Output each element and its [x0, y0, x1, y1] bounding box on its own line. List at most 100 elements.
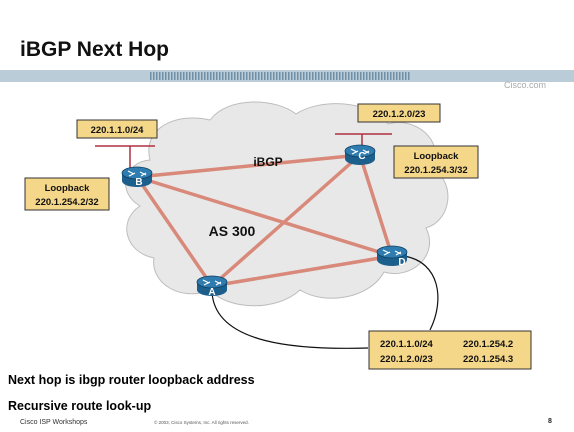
- loopback-c-address: 220.1.254.3/32: [404, 165, 467, 176]
- band-stripe: [363, 72, 365, 80]
- link-d-to-table: [403, 255, 439, 331]
- route-row-1-prefix: 220.1.1.0/24: [380, 339, 434, 350]
- band-stripe: [240, 72, 242, 80]
- band-stripe: [357, 72, 359, 80]
- band-stripe: [321, 72, 323, 80]
- band-stripe: [348, 72, 350, 80]
- band-stripe: [333, 72, 335, 80]
- band-stripe: [183, 72, 185, 80]
- band-stripe: [153, 72, 155, 80]
- ibgp-link-b-d: [135, 175, 394, 258]
- band-stripe: [315, 72, 317, 80]
- ibgp-label: iBGP: [253, 155, 282, 169]
- band-stripe: [162, 72, 164, 80]
- band-stripe: [405, 72, 407, 80]
- band-stripe: [360, 72, 362, 80]
- band-stripe: [300, 72, 302, 80]
- band-stripe: [294, 72, 296, 80]
- band-stripe: [285, 72, 287, 80]
- prefix-label-b: 220.1.1.0/24: [76, 119, 158, 139]
- band-stripe: [201, 72, 203, 80]
- footer-workshop: Cisco ISP Workshops: [20, 419, 88, 426]
- route-row-2-next-hop: 220.1.254.3: [463, 354, 513, 365]
- router-b-label: B: [135, 177, 142, 188]
- band-stripe: [177, 72, 179, 80]
- band-stripe: [408, 72, 410, 80]
- note-recursive-lookup: Recursive route look-up: [8, 399, 152, 413]
- band-stripe: [396, 72, 398, 80]
- band-stripe: [279, 72, 281, 80]
- band-stripe: [366, 72, 368, 80]
- band-stripe: [165, 72, 167, 80]
- prefix-c-text: 220.1.2.0/23: [373, 109, 426, 120]
- band-stripe: [213, 72, 215, 80]
- band-stripe: [303, 72, 305, 80]
- router-c[interactable]: C: [344, 144, 376, 165]
- band-stripe: [198, 72, 200, 80]
- band-stripe: [336, 72, 338, 80]
- band-stripe: [258, 72, 260, 80]
- router-icon: [121, 166, 153, 187]
- band-stripe: [324, 72, 326, 80]
- band-stripe: [207, 72, 209, 80]
- band-stripe: [255, 72, 257, 80]
- router-d[interactable]: D: [376, 245, 408, 268]
- ibgp-link-a-d: [210, 254, 394, 288]
- band-stripe: [312, 72, 314, 80]
- route-row-2-prefix: 220.1.2.0/23: [380, 354, 433, 365]
- band-stripe: [378, 72, 380, 80]
- band-stripe: [225, 72, 227, 80]
- band-stripe: [231, 72, 233, 80]
- band-stripe: [234, 72, 236, 80]
- band-stripe: [369, 72, 371, 80]
- router-icon: [344, 144, 376, 165]
- band-stripe: [174, 72, 176, 80]
- band-stripe: [330, 72, 332, 80]
- brand-label: Cisco.com: [503, 80, 546, 90]
- routing-table: 220.1.1.0/24 220.1.254.2 220.1.2.0/23 22…: [368, 330, 532, 370]
- band-stripe: [291, 72, 293, 80]
- page-title: iBGP Next Hop: [20, 38, 169, 61]
- band-stripe: [261, 72, 263, 80]
- prefix-label-c: 220.1.2.0/23: [357, 103, 441, 123]
- band-stripe: [327, 72, 329, 80]
- band-stripe: [219, 72, 221, 80]
- loopback-b-title: Loopback: [45, 183, 91, 194]
- band-stripe: [156, 72, 158, 80]
- band-stripe: [186, 72, 188, 80]
- router-a[interactable]: A: [196, 275, 228, 298]
- band-stripe: [192, 72, 194, 80]
- band-stripe: [267, 72, 269, 80]
- prefix-b-text: 220.1.1.0/24: [91, 125, 145, 136]
- band-stripe: [270, 72, 272, 80]
- band-stripe: [204, 72, 206, 80]
- router-icon: [376, 245, 408, 266]
- router-icon: [196, 275, 228, 296]
- band-stripe: [273, 72, 275, 80]
- link-a-to-table: [211, 291, 369, 349]
- loopback-label-b: Loopback 220.1.254.2/32: [24, 177, 110, 211]
- band-stripe: [387, 72, 389, 80]
- band-stripe: [354, 72, 356, 80]
- band-stripe: [345, 72, 347, 80]
- as-label: AS 300: [209, 223, 256, 239]
- ibgp-link-c-a: [210, 153, 362, 288]
- band-stripe: [297, 72, 299, 80]
- band-stripe: [243, 72, 245, 80]
- band-stripe: [384, 72, 386, 80]
- router-b[interactable]: B: [121, 166, 153, 188]
- band-stripe: [150, 72, 152, 80]
- band-stripe: [393, 72, 395, 80]
- band-stripe: [276, 72, 278, 80]
- page-number: 8: [548, 418, 552, 425]
- band-stripe: [309, 72, 311, 80]
- loopback-label-c: Loopback 220.1.254.3/32: [393, 145, 479, 179]
- band-stripe: [282, 72, 284, 80]
- band-stripe: [216, 72, 218, 80]
- band-stripe: [237, 72, 239, 80]
- band-stripe: [381, 72, 383, 80]
- band-stripe: [318, 72, 320, 80]
- ibgp-link-b-c: [135, 153, 362, 179]
